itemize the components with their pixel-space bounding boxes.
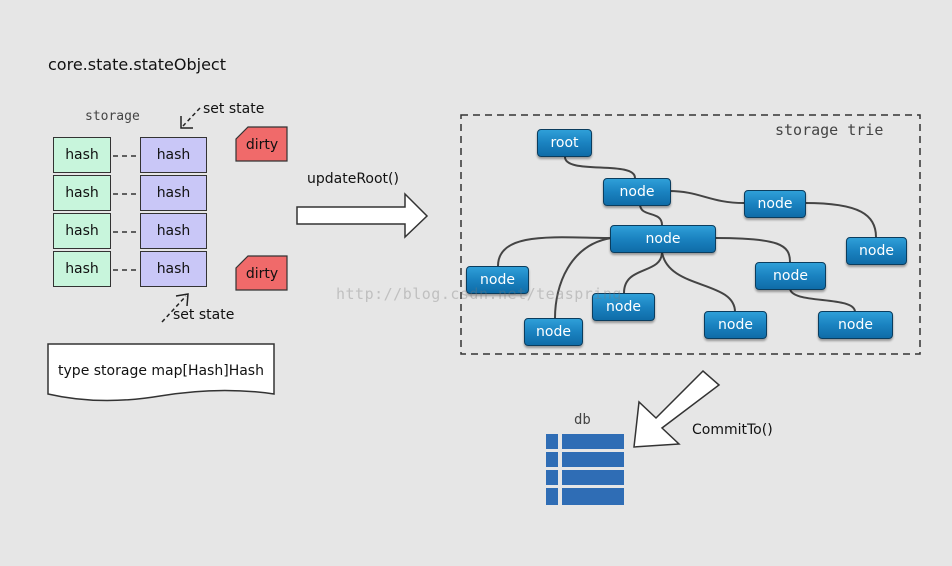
type-note-shape <box>47 343 275 402</box>
trie-node: node <box>610 225 716 253</box>
hash-cell: hash <box>53 251 111 287</box>
set-state-label-bottom: set state <box>173 307 235 323</box>
hash-cell: hash <box>53 213 111 249</box>
trie-edge <box>804 202 877 238</box>
set-state-arrow-bottom <box>161 295 187 323</box>
trie-edge <box>789 287 856 313</box>
trie-node: node <box>744 190 806 218</box>
trie-node: node <box>592 293 655 321</box>
db-label: db <box>574 412 591 428</box>
update-root-label: updateRoot() <box>307 171 399 187</box>
trie-edges <box>497 156 877 319</box>
trie-edge <box>668 190 745 204</box>
trie-edge <box>714 237 791 263</box>
hash-cell: hash <box>53 175 111 211</box>
watermark: http://blog.csdn.net/teaspring <box>336 285 622 303</box>
set-state-arrows <box>161 107 201 323</box>
hash-cell: hash <box>53 137 111 173</box>
dirty-flags <box>235 126 288 291</box>
trie-edge <box>623 251 663 294</box>
hash-cell: hash <box>140 251 207 287</box>
dirty-flag-bottom <box>235 255 288 291</box>
trie-node: node <box>466 266 529 294</box>
trie-edge <box>497 236 612 267</box>
trie-edge <box>554 237 612 319</box>
hash-connectors <box>113 155 139 271</box>
trie-node: node <box>704 311 767 339</box>
trie-node: node <box>846 237 907 265</box>
dirty-label-bottom: dirty <box>245 266 279 282</box>
trie-node: node <box>603 178 671 206</box>
page-title: core.state.stateObject <box>48 55 226 74</box>
type-storage-text: type storage map[Hash]Hash <box>58 363 264 379</box>
trie-node: node <box>818 311 893 339</box>
trie-edge <box>661 251 736 313</box>
trie-edge <box>564 156 636 179</box>
arrow-head-icon <box>180 116 193 129</box>
trie-root-node: root <box>537 129 592 157</box>
hash-cell: hash <box>140 137 207 173</box>
trie-node: node <box>524 318 583 346</box>
commit-arrow <box>633 369 721 448</box>
commit-to-label: CommitTo() <box>692 422 773 438</box>
set-state-label-top: set state <box>203 101 265 117</box>
storage-trie-box <box>460 114 921 355</box>
set-state-arrow-top <box>182 107 201 127</box>
trie-node: node <box>755 262 826 290</box>
update-root-arrow <box>296 192 429 239</box>
trie-edge <box>639 203 663 226</box>
storage-trie-label: storage trie <box>775 121 884 139</box>
arrow-head-icon <box>175 293 189 307</box>
dirty-label-top: dirty <box>245 137 279 153</box>
db-icon <box>546 434 624 505</box>
dirty-flag-top <box>235 126 288 162</box>
hash-cell: hash <box>140 213 207 249</box>
hash-cell: hash <box>140 175 207 211</box>
storage-label: storage <box>85 109 140 124</box>
